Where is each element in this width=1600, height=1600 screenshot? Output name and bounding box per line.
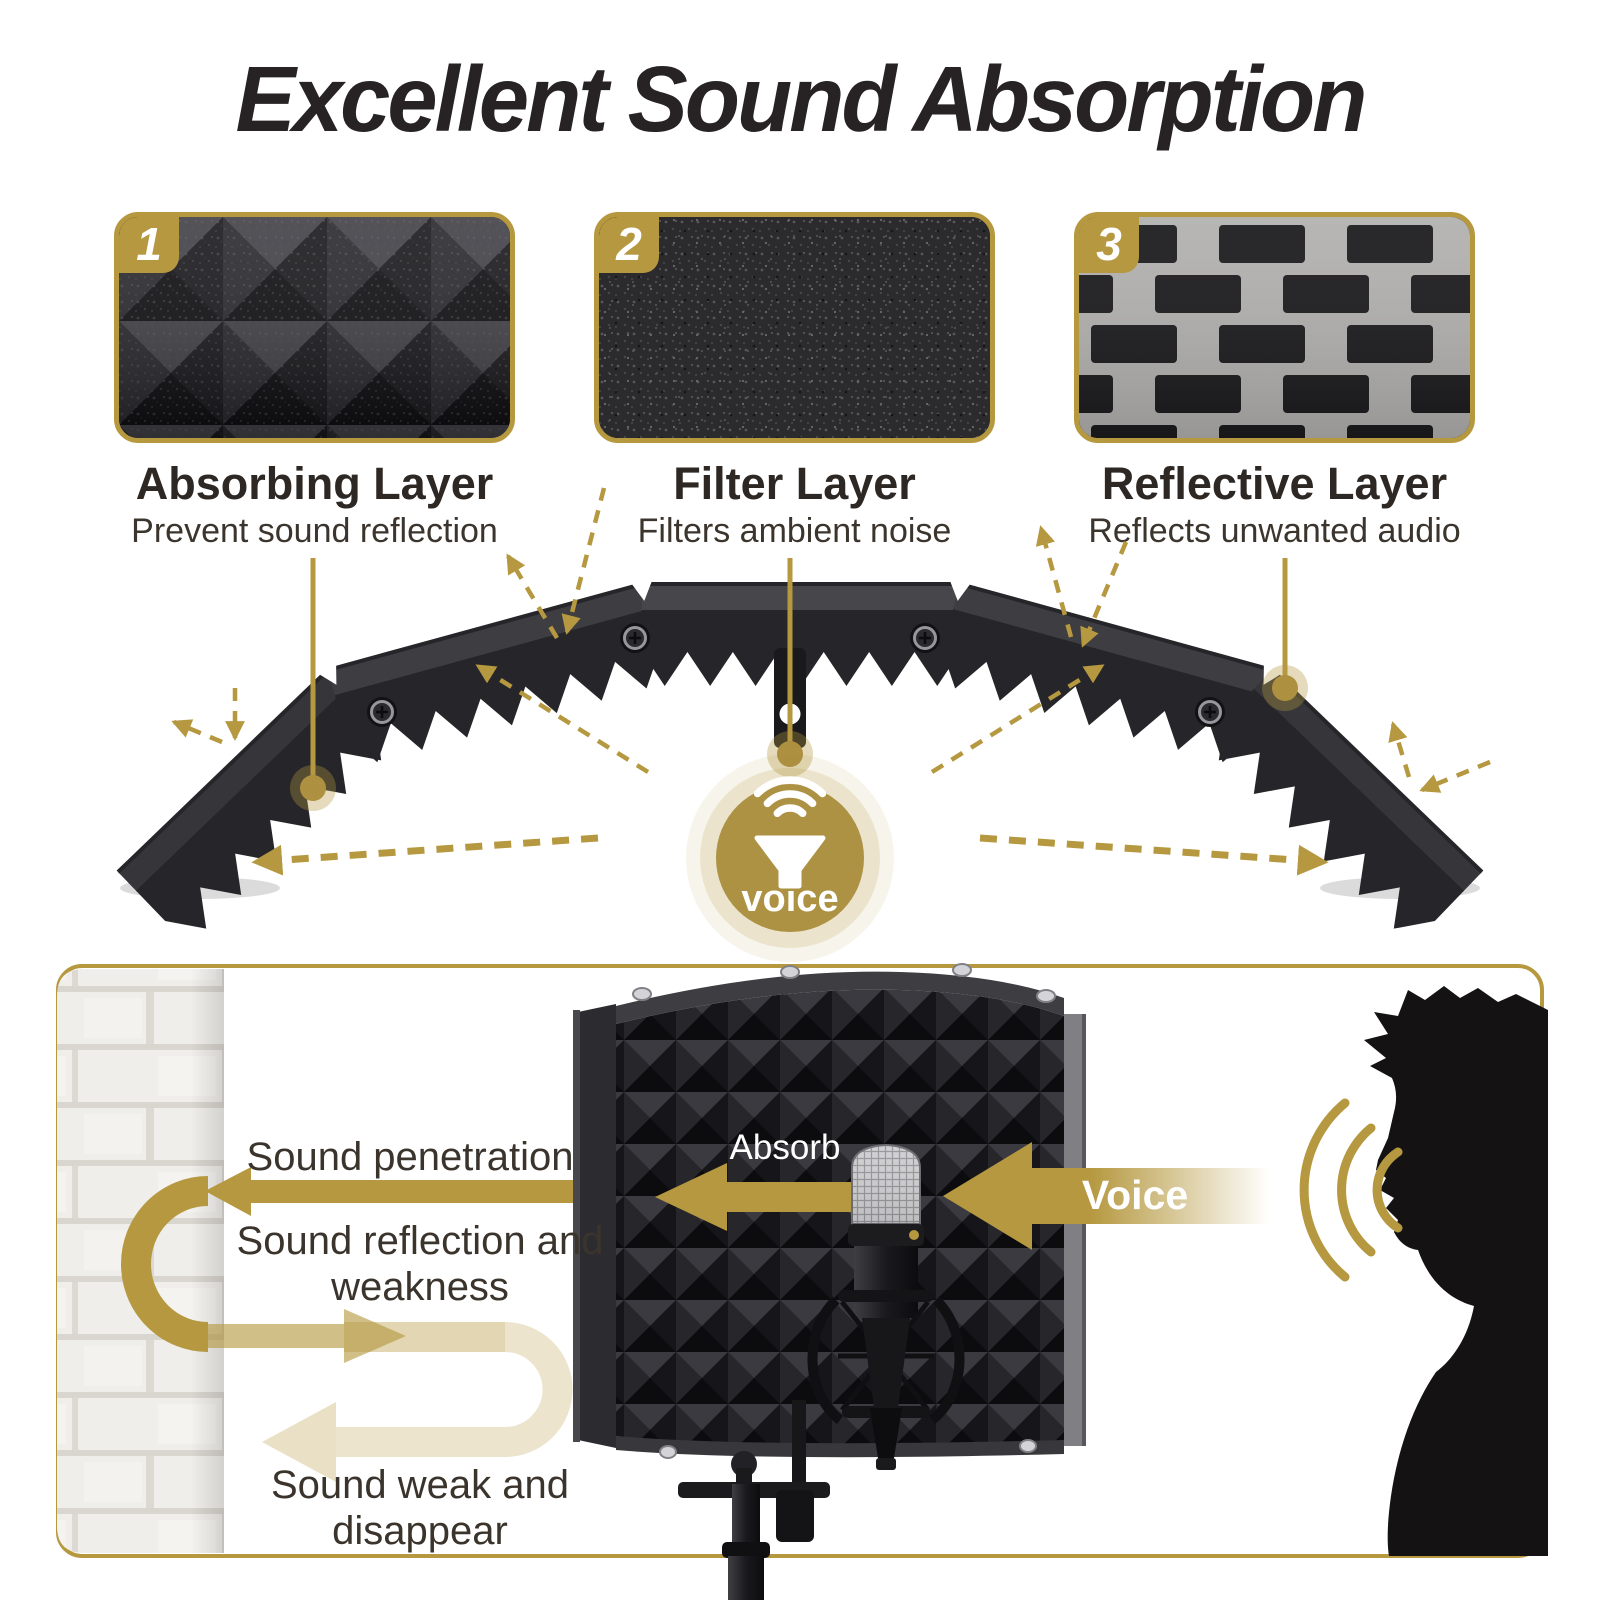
layer-2-photo: 2 <box>594 212 995 443</box>
layer-1-description: Prevent sound reflection <box>131 512 498 550</box>
pyramid-foam-texture <box>119 217 510 438</box>
layer-2-description: Filters ambient noise <box>637 512 952 550</box>
sound-penetration-label: Sound penetration <box>246 1135 574 1179</box>
voice-badge-label: voice <box>741 878 839 920</box>
layer-number: 3 <box>1096 218 1122 270</box>
absorb-label: Absorb <box>729 1128 841 1167</box>
dense-foam-texture <box>599 217 990 438</box>
perforated-metal-texture <box>1079 217 1470 438</box>
shield-shadow-left <box>120 877 280 899</box>
voice-arrow-label: Voice <box>1081 1172 1189 1218</box>
layer-1-number-badge: 1 <box>119 217 179 273</box>
hanger-strap <box>774 648 806 748</box>
page-title: Excellent Sound Absorption <box>235 47 1368 151</box>
layer-number: 2 <box>616 218 642 270</box>
layer-2-number-badge: 2 <box>599 217 659 273</box>
layer-3-photo: 3 <box>1074 212 1475 443</box>
layer-3-number-badge: 3 <box>1079 217 1139 273</box>
layer-3-name: Reflective Layer <box>1101 458 1448 509</box>
sound-weak-label: Sound weak and disappear <box>270 1463 569 1553</box>
leader-lines <box>310 558 1288 784</box>
speaker-waves-icon <box>753 776 827 818</box>
layer-1-name: Absorbing Layer <box>135 458 494 509</box>
layer-1-photo: 1 <box>114 212 515 443</box>
hanger-hole <box>779 703 801 725</box>
sound-reflection-label: Sound reflection and weakness <box>236 1219 604 1309</box>
leader-dots <box>290 665 1308 811</box>
voice-badge <box>686 754 894 962</box>
shield-shadow-right <box>1320 877 1480 899</box>
layer-2-name: Filter Layer <box>673 458 916 509</box>
isolation-shield-top-view <box>116 579 1484 929</box>
layer-number: 1 <box>136 218 162 270</box>
layer-3-description: Reflects unwanted audio <box>1088 512 1461 550</box>
voice-spread-arrows <box>251 834 1329 876</box>
